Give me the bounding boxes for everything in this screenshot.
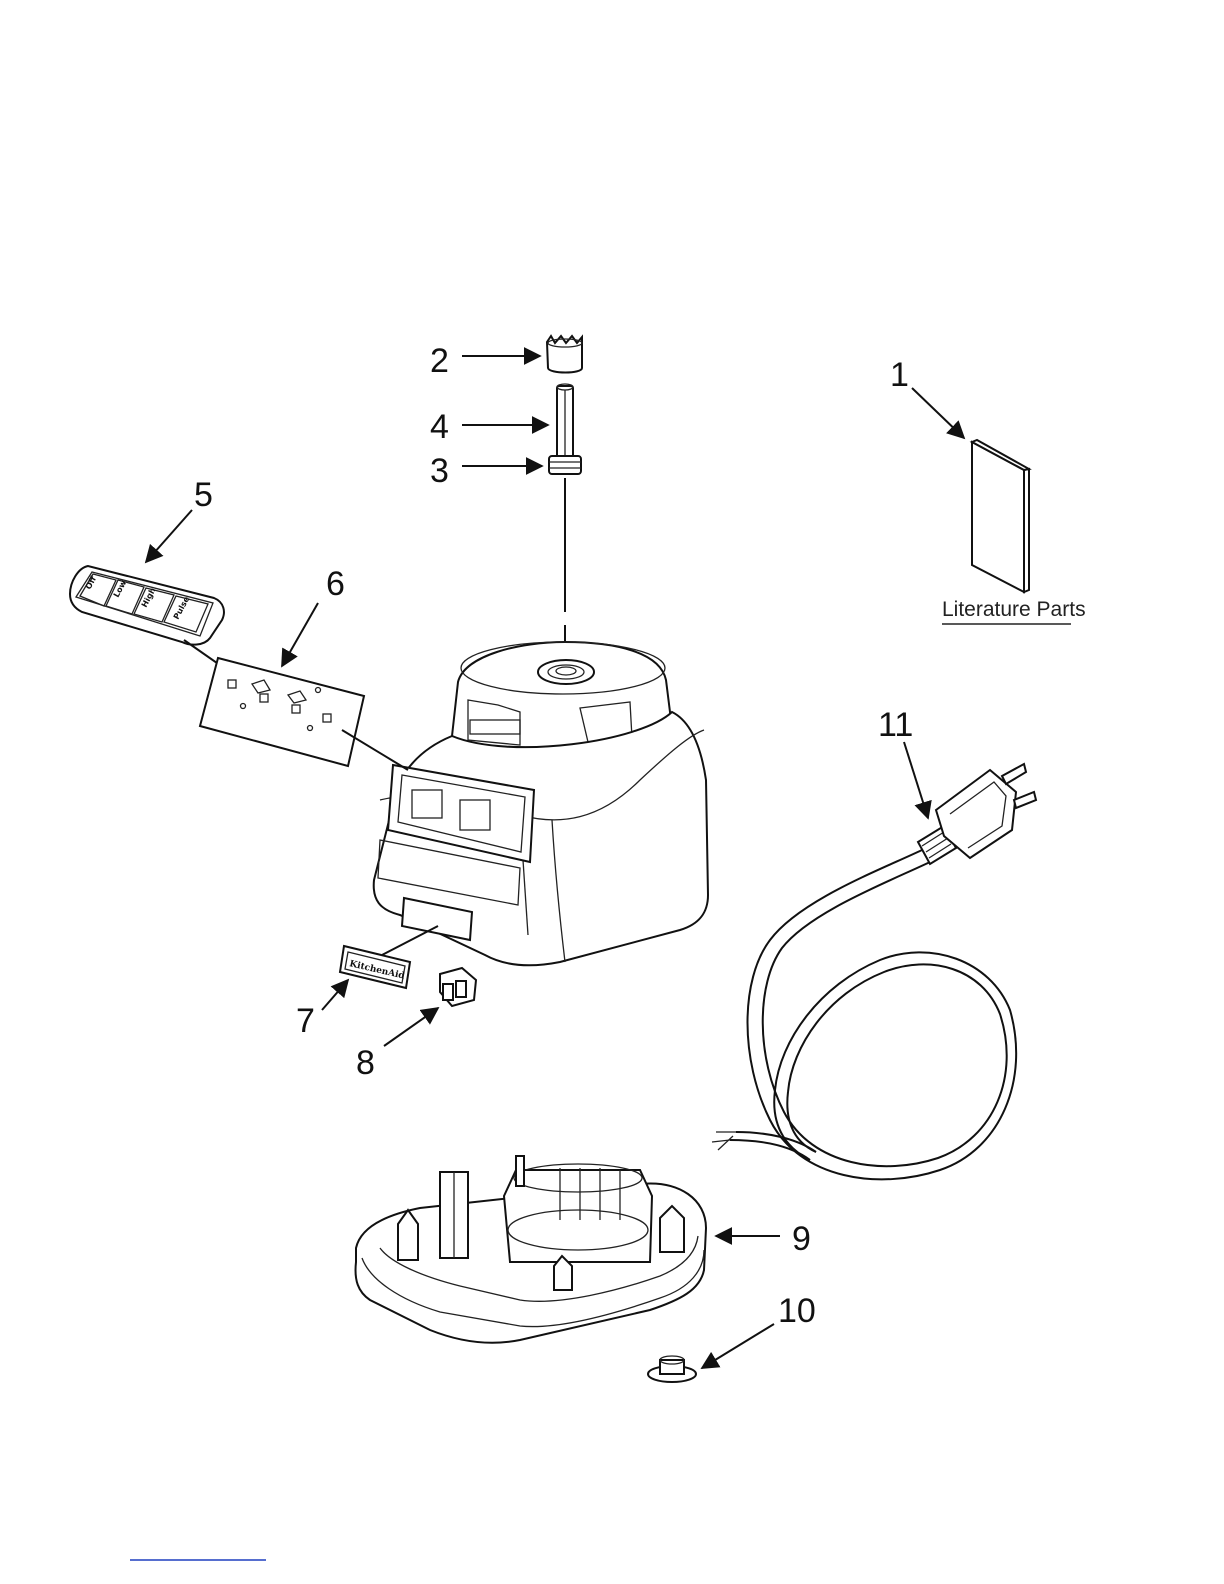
drive-shaft — [557, 384, 573, 458]
callout-2: 2 — [430, 342, 449, 380]
control-button-panel: Off Low High Pulse — [70, 566, 224, 645]
callout-8: 8 — [356, 1044, 375, 1082]
callout-7: 7 — [296, 1002, 315, 1040]
leader-10 — [702, 1324, 774, 1368]
callout-4: 4 — [430, 408, 449, 446]
callout-3: 3 — [430, 452, 449, 490]
leader-1 — [912, 388, 964, 438]
shaft-washer — [549, 456, 581, 474]
power-cord — [712, 764, 1036, 1179]
leader-11 — [904, 742, 928, 818]
callout-6: 6 — [326, 565, 345, 603]
leader-8 — [384, 1008, 438, 1046]
literature-caption: Literature Parts — [942, 598, 1086, 621]
literature-parts: Literature Parts — [942, 440, 1086, 624]
leader-7 — [322, 980, 348, 1010]
kitchenaid-badge: KitchenAid — [340, 946, 410, 988]
callout-10: 10 — [778, 1292, 816, 1330]
connector — [440, 968, 476, 1006]
rubber-foot — [648, 1356, 696, 1382]
blender-base-housing — [374, 642, 708, 965]
callout-1: 1 — [890, 356, 909, 394]
drive-coupler — [547, 336, 582, 373]
callout-5: 5 — [194, 476, 213, 514]
leader-5 — [146, 510, 192, 562]
badge-to-base-line — [382, 926, 438, 955]
callout-9: 9 — [792, 1220, 811, 1258]
bottom-base — [356, 1156, 706, 1343]
leader-6 — [282, 603, 318, 666]
circuit-board — [200, 658, 364, 766]
callout-11: 11 — [878, 706, 913, 744]
